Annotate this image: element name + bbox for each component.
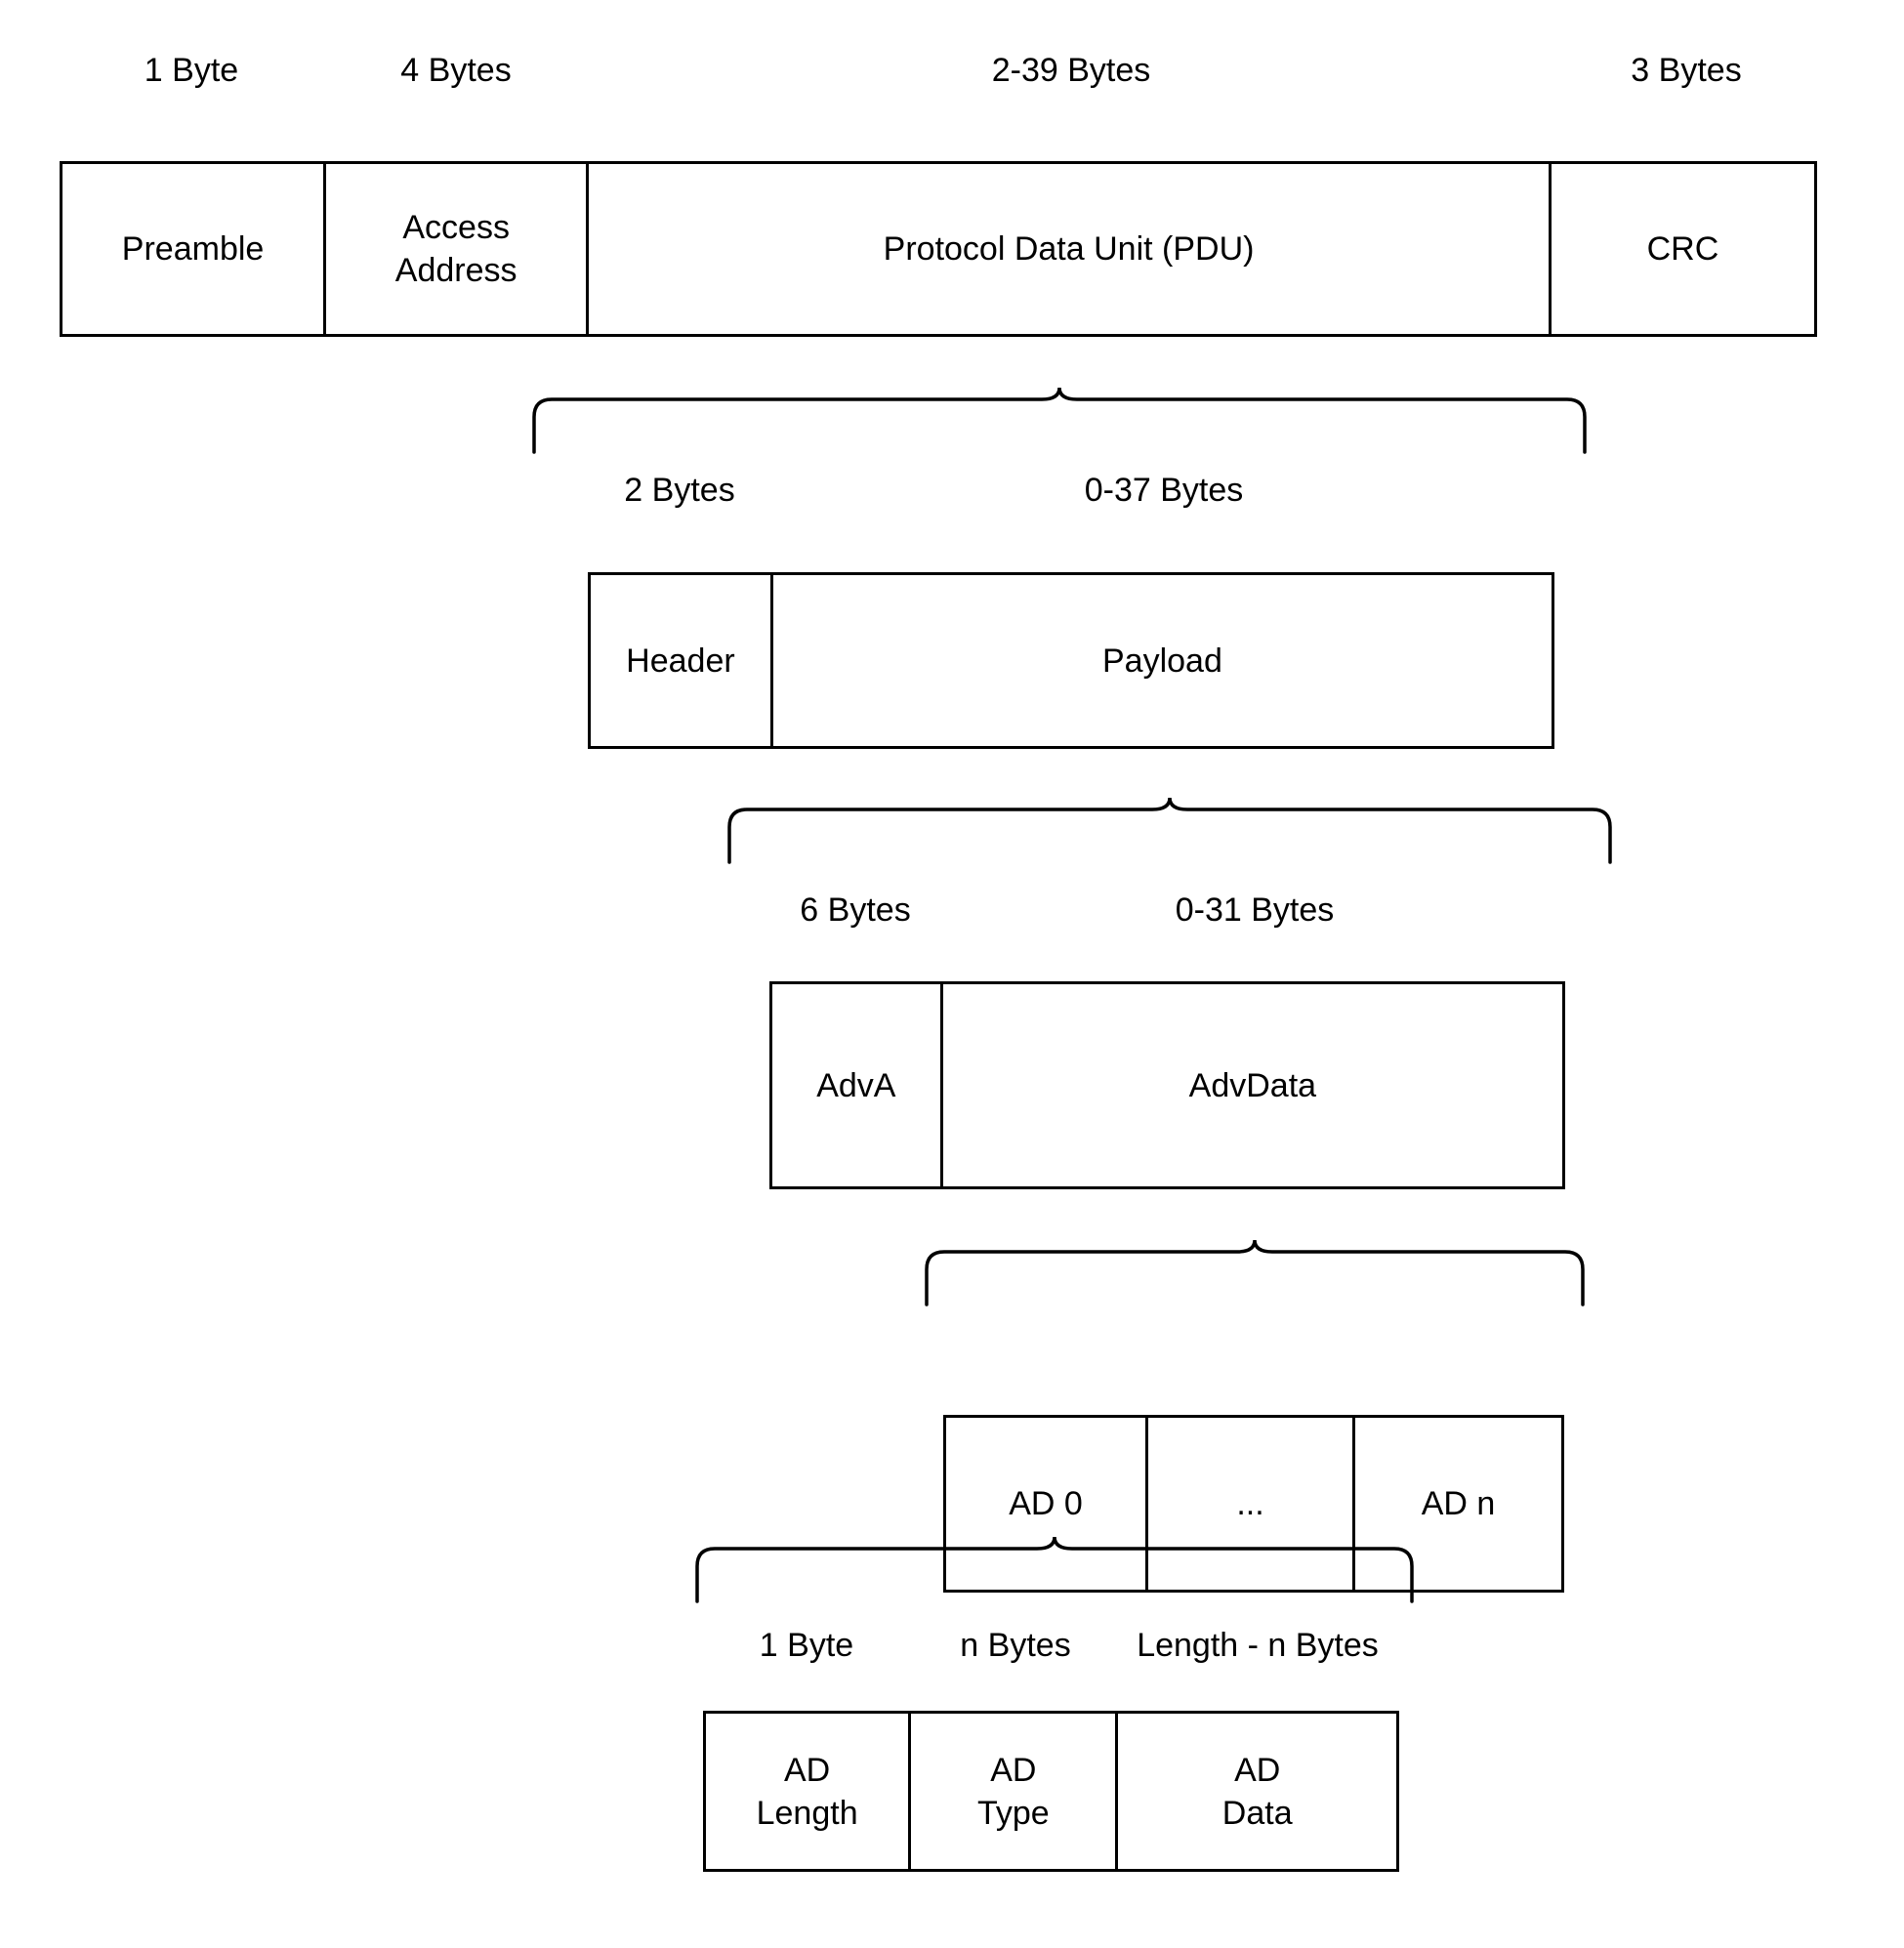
field-payload: Payload <box>772 575 1552 746</box>
brace-advdata-expand <box>925 1238 1585 1306</box>
size-label-access-address: 4 Bytes <box>400 52 512 89</box>
field-ad-n: AD n <box>1355 1418 1561 1590</box>
payload-row: AdvA AdvData <box>769 981 1565 1189</box>
field-pdu: Protocol Data Unit (PDU) <box>589 164 1552 334</box>
size-label-crc: 3 Bytes <box>1631 52 1742 89</box>
brace-ad-expand <box>695 1535 1414 1603</box>
ad-structure-row: AD Length AD Type AD Data <box>703 1711 1399 1872</box>
link-layer-packet-row: Preamble Access Address Protocol Data Un… <box>60 161 1817 337</box>
field-ad-ellipsis: ... <box>1148 1418 1356 1590</box>
size-label-advdata: 0-31 Bytes <box>1175 891 1335 929</box>
field-crc: CRC <box>1551 164 1815 334</box>
field-adva: AdvA <box>772 984 943 1186</box>
field-access-address: Access Address <box>326 164 590 334</box>
size-label-ad-data: Length - n Bytes <box>1137 1627 1379 1664</box>
field-preamble: Preamble <box>62 164 327 334</box>
field-ad-type: AD Type <box>911 1714 1119 1869</box>
pdu-row: Header Payload <box>588 572 1554 749</box>
field-advdata: AdvData <box>942 984 1562 1186</box>
size-label-preamble: 1 Byte <box>144 52 239 89</box>
size-label-payload: 0-37 Bytes <box>1084 472 1244 509</box>
advdata-row: AD 0 ... AD n <box>943 1415 1564 1593</box>
size-label-adva: 6 Bytes <box>800 891 911 929</box>
size-label-pdu: 2-39 Bytes <box>991 52 1151 89</box>
brace-pdu-expand <box>532 386 1587 454</box>
field-ad-0: AD 0 <box>946 1418 1149 1590</box>
size-label-ad-type: n Bytes <box>960 1627 1071 1664</box>
brace-payload-expand <box>727 796 1612 864</box>
size-label-header: 2 Bytes <box>624 472 735 509</box>
field-ad-length: AD Length <box>706 1714 912 1869</box>
size-label-ad-length: 1 Byte <box>759 1627 854 1664</box>
field-ad-data: AD Data <box>1118 1714 1396 1869</box>
field-header: Header <box>591 575 773 746</box>
